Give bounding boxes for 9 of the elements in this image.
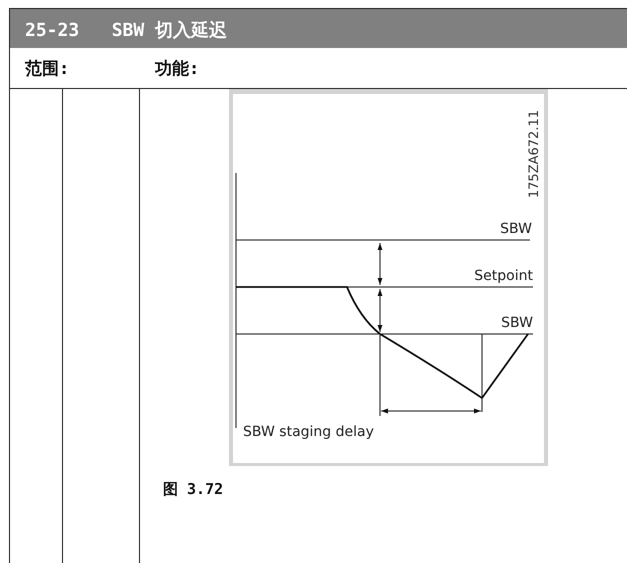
- line-label: SBW: [501, 315, 533, 331]
- column-heading: 范围:: [25, 58, 70, 80]
- column-heading: 功能:: [155, 58, 200, 80]
- line-label: SBW: [500, 221, 532, 237]
- drawing-number: 175ZA672.11: [527, 110, 542, 198]
- figure-caption: 图 3.72: [163, 480, 224, 499]
- axis-label: SBW staging delay: [243, 424, 374, 440]
- line-label: Setpoint: [474, 268, 533, 284]
- parameter-title: 25-23 SBW 切入延迟: [25, 19, 228, 42]
